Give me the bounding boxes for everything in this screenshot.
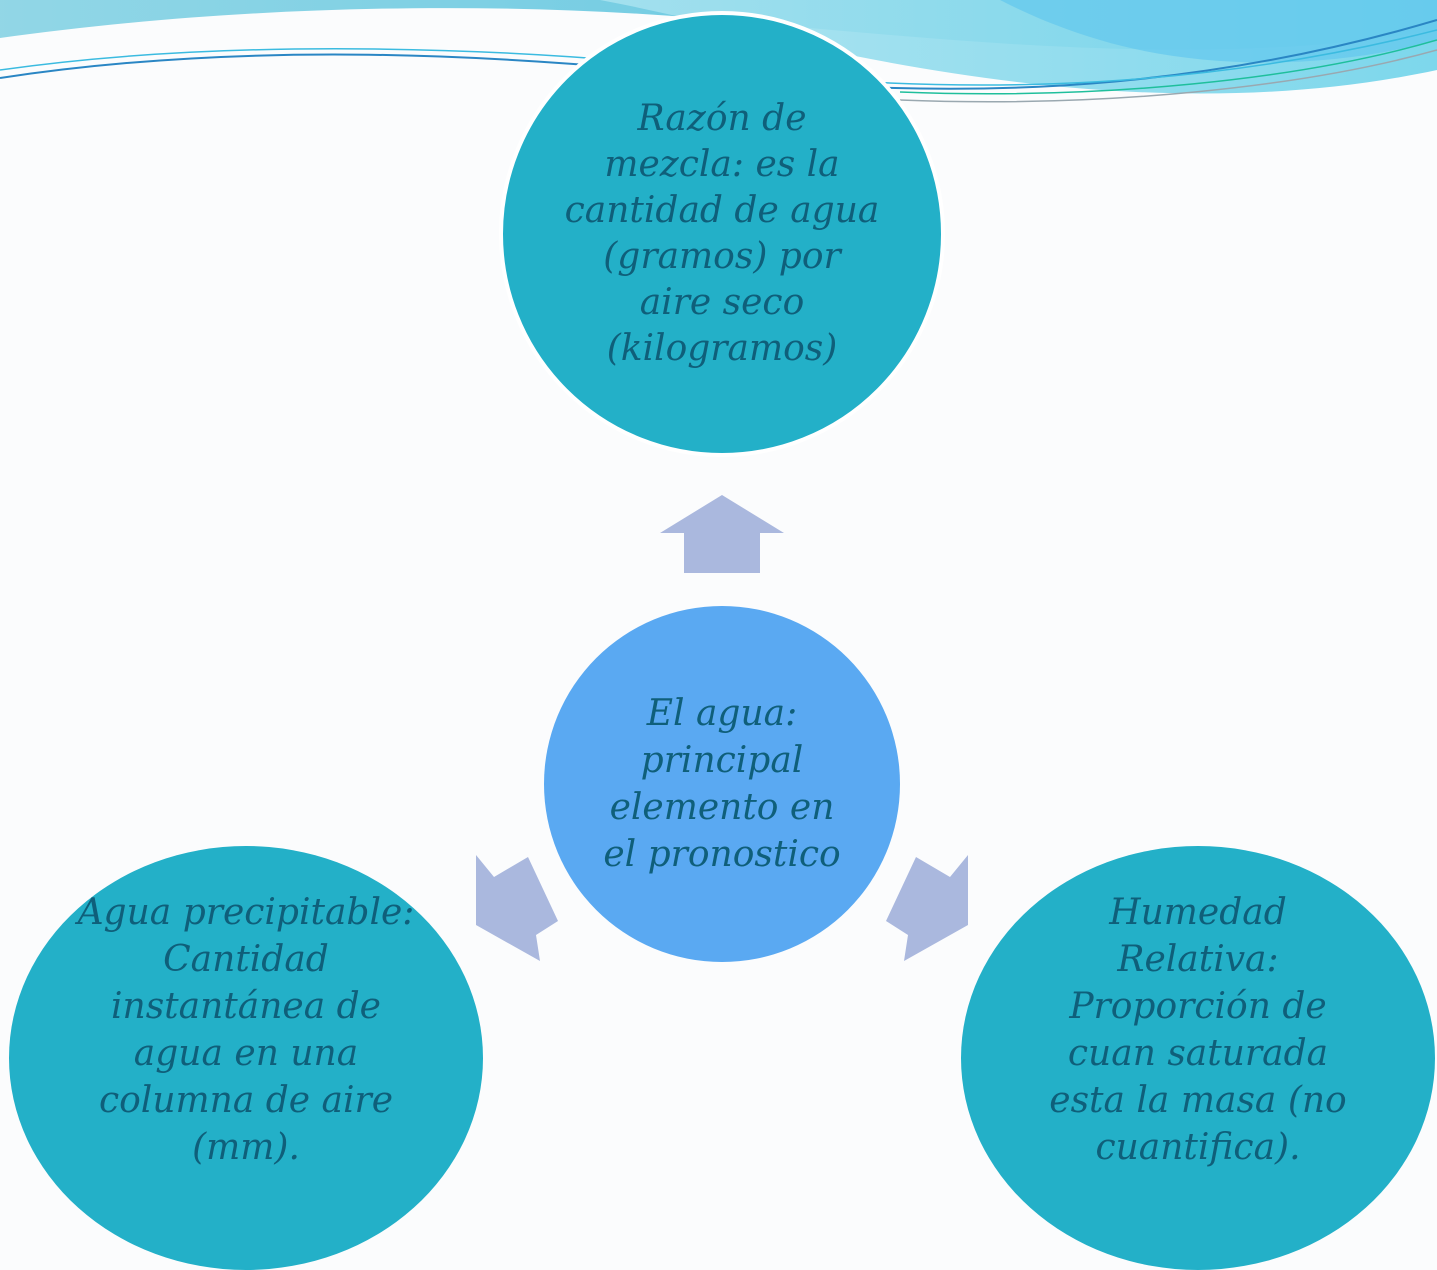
node-humedad-relativa-text: Humedad Relativa: Proporción de cuan sat… xyxy=(1049,892,1347,1168)
arrow-down-right-icon xyxy=(886,855,968,961)
node-el-agua: El agua: principal elemento en el pronos… xyxy=(544,606,900,962)
node-humedad-relativa: Humedad Relativa: Proporción de cuan sat… xyxy=(961,846,1435,1270)
node-el-agua-text: El agua: principal elemento en el pronos… xyxy=(603,693,841,875)
node-agua-precipitable-text: Agua precipitable: Cantidad instantánea … xyxy=(77,892,415,1168)
arrow-up-icon xyxy=(660,495,784,573)
node-agua-precipitable: Agua precipitable: Cantidad instantánea … xyxy=(9,846,483,1270)
node-razon-de-mezcla-text: Razón de mezcla: es la cantidad de agua … xyxy=(564,98,880,369)
arrow-down-left-icon xyxy=(476,855,558,961)
node-razon-de-mezcla: Razón de mezcla: es la cantidad de agua … xyxy=(499,11,945,457)
